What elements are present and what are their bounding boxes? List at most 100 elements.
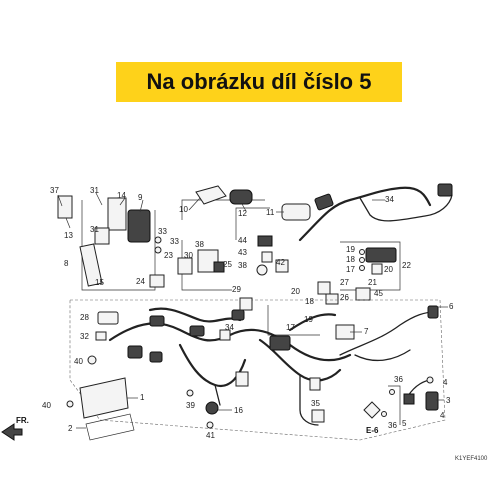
- sensor-part-3: [425, 391, 439, 411]
- leader-13: [65, 217, 71, 229]
- upper-harness-wire: [298, 186, 432, 242]
- harness-envelope: [69, 299, 446, 441]
- fuse-box-group: [340, 241, 401, 291]
- callout-22: 22: [402, 261, 411, 270]
- section-ref-e6: E-6: [366, 426, 379, 435]
- banner-text: Na obrázku díl číslo 5: [146, 69, 372, 94]
- relay-part-9: [127, 209, 151, 243]
- harness-branch-35: [299, 374, 319, 426]
- harness-connector-a: [149, 315, 165, 327]
- callout-2: 2: [68, 424, 73, 433]
- callout-25: 25: [223, 260, 232, 269]
- fuse-part-20: [371, 263, 383, 275]
- ignition-switch-group: [57, 195, 162, 291]
- callout-40b: 40: [42, 401, 51, 410]
- lower-group: [186, 297, 325, 429]
- direction-label: FR.: [16, 416, 29, 425]
- relay-part-29: [239, 297, 253, 311]
- bolt-part-19: [359, 249, 365, 255]
- harness-main-3: [178, 343, 247, 388]
- clip-part-43: [261, 251, 273, 263]
- bolt-part-18: [359, 257, 365, 263]
- bolt-part-33b: [154, 246, 162, 254]
- callout-36b: 36: [388, 421, 397, 430]
- fob-part-12: [229, 189, 253, 205]
- callout-41: 41: [206, 431, 215, 440]
- callout-16: 16: [234, 406, 243, 415]
- upper-harness-branch: [359, 194, 453, 222]
- leader-37: [57, 194, 63, 207]
- bolt-part-33: [154, 236, 162, 244]
- group-outline-10: [181, 199, 265, 220]
- callout-42: 42: [276, 258, 285, 267]
- bolt-part-41: [206, 421, 214, 429]
- e6-arrow: [363, 401, 381, 419]
- sensor-part-38: [197, 249, 219, 273]
- harness-branch-16: [214, 384, 221, 406]
- callout-40a: 40: [74, 357, 83, 366]
- callout-30: 30: [184, 251, 193, 260]
- harness-clip-h: [235, 371, 249, 387]
- callout-33b: 33: [170, 237, 179, 246]
- callout-24: 24: [136, 277, 145, 286]
- callout-26: 26: [340, 293, 349, 302]
- callout-3: 3: [446, 396, 451, 405]
- cover-part-2: [85, 413, 135, 441]
- switch-module-group: [235, 203, 311, 276]
- callout-14: 14: [117, 191, 126, 200]
- arrow-left-icon: [1, 423, 23, 441]
- ecu-group: [66, 311, 135, 441]
- relay-part-26: [325, 293, 339, 305]
- harness-main-2: [148, 307, 242, 323]
- callout-11: 11: [266, 208, 275, 217]
- bolt-part-36b: [381, 411, 387, 417]
- module-part-11: [281, 203, 311, 221]
- main-harness: [69, 299, 446, 441]
- ecu-part-1: [79, 377, 129, 419]
- bolt-part-39: [186, 389, 194, 397]
- callout-21: 21: [368, 278, 377, 287]
- leader-14: [119, 197, 126, 206]
- callout-13: 13: [64, 231, 73, 240]
- relay-group: [267, 281, 371, 340]
- group-outline-30: [181, 240, 232, 291]
- bolt-part-17: [359, 265, 365, 271]
- callout-8: 8: [64, 259, 69, 268]
- bolt-part-40: [66, 400, 74, 408]
- holder-part-28: [97, 311, 119, 325]
- callout-36a: 36: [394, 375, 403, 384]
- leader-lines: [57, 192, 448, 429]
- cover-part-10: [195, 185, 227, 205]
- harness-connector-f: [149, 351, 163, 363]
- callout-33a: 33: [158, 227, 167, 236]
- harness-connector-c: [269, 335, 291, 351]
- callout-37: 37: [50, 186, 59, 195]
- callout-31a: 31: [90, 186, 99, 195]
- cable-part-8: [79, 243, 103, 287]
- sensor-tip-4: [426, 376, 434, 384]
- callout-10: 10: [179, 205, 188, 214]
- harness-connector-b: [189, 325, 205, 337]
- callout-34a: 34: [385, 195, 394, 204]
- callout-20b: 20: [291, 287, 300, 296]
- leader-10: [188, 197, 201, 211]
- sensor-part-16: [205, 401, 219, 415]
- connector-part-25: [213, 261, 225, 273]
- harness-main-5: [288, 313, 337, 332]
- relay-part-45: [355, 287, 371, 301]
- block-part-24: [149, 274, 165, 288]
- harness-branch-6b: [354, 349, 411, 362]
- clip-part-31: [94, 227, 110, 245]
- relay-part-27: [317, 281, 331, 295]
- leader-9: [139, 199, 144, 213]
- callout-9: 9: [138, 193, 143, 202]
- callout-17b: 17: [286, 323, 295, 332]
- callout-43: 43: [238, 248, 247, 257]
- group-outline-44: [235, 207, 270, 240]
- diagram-code: K1YEF4100: [455, 456, 488, 462]
- harness-connector-d: [231, 309, 245, 321]
- group-outline-5: [388, 385, 401, 425]
- callout-1: 1: [140, 393, 145, 402]
